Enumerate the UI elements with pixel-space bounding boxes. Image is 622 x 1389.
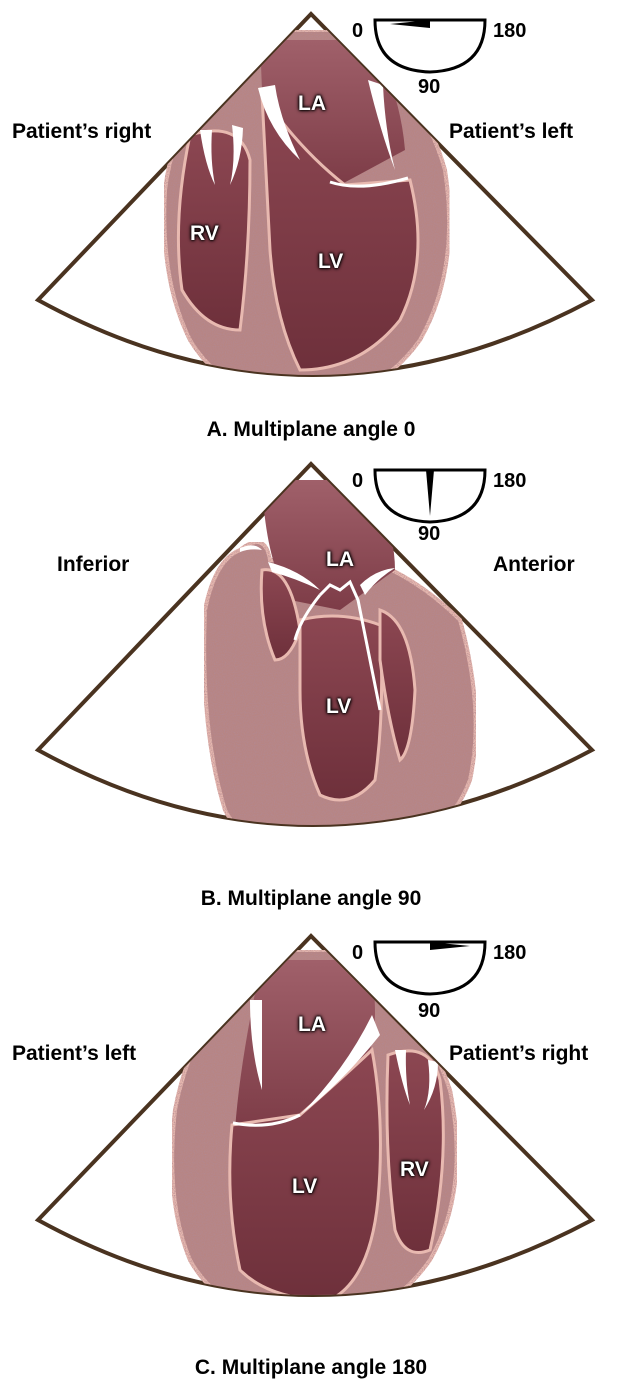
side-label-left: Patient’s right	[12, 120, 151, 144]
chamber-label-rv: RV	[190, 222, 219, 246]
panel-a: 0 180 90 Patient’s right Patient’s left …	[0, 0, 622, 460]
chamber-label-la: LA	[298, 1013, 326, 1037]
panel-c: 0 180 90 Patient’s left Patient’s right …	[0, 920, 622, 1389]
heart-diagram-b	[0, 460, 622, 920]
chamber-label-lv: LV	[292, 1175, 317, 1199]
dial-label-0: 0	[352, 470, 363, 493]
dial-label-180: 180	[493, 20, 526, 43]
multiplane-dial	[375, 20, 485, 72]
multiplane-dial	[375, 470, 485, 522]
dial-label-0: 0	[352, 20, 363, 43]
chamber-label-la: LA	[326, 548, 354, 572]
side-label-left: Inferior	[57, 553, 129, 577]
chamber-label-lv: LV	[318, 250, 343, 274]
panel-caption: B. Multiplane angle 90	[0, 887, 622, 911]
dial-label-90: 90	[418, 523, 440, 546]
dial-label-180: 180	[493, 470, 526, 493]
side-label-left: Patient’s left	[12, 1042, 136, 1066]
multiplane-dial	[375, 942, 485, 994]
dial-label-90: 90	[418, 76, 440, 99]
chamber-label-rv: RV	[400, 1158, 429, 1182]
chamber-label-la: LA	[298, 92, 326, 116]
panel-caption: A. Multiplane angle 0	[0, 418, 622, 442]
side-label-right: Patient’s left	[449, 120, 573, 144]
dial-label-90: 90	[418, 1000, 440, 1023]
panel-b: 0 180 90 Inferior Anterior LA LV B. Mult…	[0, 460, 622, 920]
dial-label-0: 0	[352, 942, 363, 965]
heart-diagram-a	[0, 0, 622, 460]
dial-label-180: 180	[493, 942, 526, 965]
side-label-right: Anterior	[493, 553, 575, 577]
side-label-right: Patient’s right	[449, 1042, 588, 1066]
panel-caption: C. Multiplane angle 180	[0, 1356, 622, 1380]
chamber-label-lv: LV	[326, 695, 351, 719]
heart-diagram-c	[0, 920, 622, 1389]
